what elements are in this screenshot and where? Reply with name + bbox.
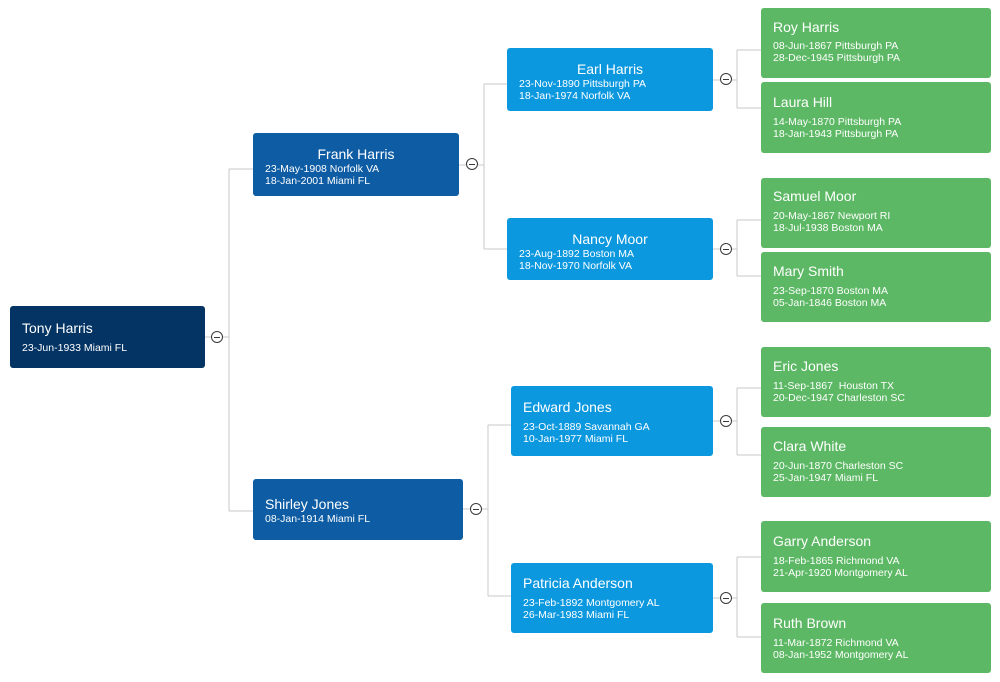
- collapse-minus-icon[interactable]: [466, 158, 478, 170]
- person-card-tony-harris[interactable]: Tony Harris 23-Jun-1933 Miami FL: [10, 306, 205, 368]
- person-birth: 23-May-1908 Norfolk VA: [265, 163, 380, 175]
- person-card-samuel-moor[interactable]: Samuel Moor 20-May-1867 Newport RI 18-Ju…: [761, 178, 991, 248]
- person-name: Laura Hill: [773, 94, 833, 110]
- person-death: 18-Jan-2001 Miami FL: [265, 175, 371, 187]
- person-birth: 20-May-1867 Newport RI: [773, 210, 891, 222]
- person-birth: 11-Sep-1867 Houston TX: [773, 380, 895, 392]
- person-card-patricia-anderson[interactable]: Patricia Anderson 23-Feb-1892 Montgomery…: [511, 563, 713, 633]
- person-name: Edward Jones: [523, 399, 612, 415]
- collapse-minus-icon[interactable]: [470, 503, 482, 515]
- person-name: Ruth Brown: [773, 615, 847, 631]
- person-birth: 23-Nov-1890 Pittsburgh PA: [519, 78, 647, 90]
- person-birth: 18-Feb-1865 Richmond VA: [773, 555, 900, 567]
- person-name: Eric Jones: [773, 358, 839, 374]
- person-card-eric-jones[interactable]: Eric Jones 11-Sep-1867 Houston TX 20-Dec…: [761, 347, 991, 417]
- person-name: Patricia Anderson: [523, 575, 633, 591]
- person-death: 05-Jan-1846 Boston MA: [773, 297, 887, 309]
- person-death: 28-Dec-1945 Pittsburgh PA: [773, 52, 901, 64]
- person-name: Nancy Moor: [572, 231, 648, 247]
- person-card-laura-hill[interactable]: Laura Hill 14-May-1870 Pittsburgh PA 18-…: [761, 82, 991, 153]
- person-death: 21-Apr-1920 Montgomery AL: [773, 567, 908, 579]
- person-birth: 08-Jun-1867 Pittsburgh PA: [773, 40, 899, 52]
- person-name: Earl Harris: [576, 61, 644, 77]
- person-card-mary-smith[interactable]: Mary Smith 23-Sep-1870 Boston MA 05-Jan-…: [761, 252, 991, 322]
- person-birth: 14-May-1870 Pittsburgh PA: [773, 116, 902, 128]
- person-card-garry-anderson[interactable]: Garry Anderson 18-Feb-1865 Richmond VA 2…: [761, 521, 991, 592]
- person-name: Garry Anderson: [773, 533, 872, 549]
- person-birth: 23-Sep-1870 Boston MA: [773, 285, 888, 297]
- person-death: 25-Jan-1947 Miami FL: [773, 472, 879, 484]
- person-name: Tony Harris: [22, 320, 93, 336]
- person-death: 26-Mar-1983 Miami FL: [523, 609, 630, 621]
- person-name: Samuel Moor: [773, 188, 857, 204]
- person-death: 10-Jan-1977 Miami FL: [523, 433, 629, 445]
- person-death: 18-Nov-1970 Norfolk VA: [519, 260, 633, 272]
- collapse-minus-icon[interactable]: [720, 73, 732, 85]
- person-card-earl-harris[interactable]: Earl Harris 23-Nov-1890 Pittsburgh PA 18…: [507, 48, 713, 111]
- person-birth: 08-Jan-1914 Miami FL: [265, 513, 371, 525]
- person-birth: 23-Feb-1892 Montgomery AL: [523, 597, 660, 609]
- person-death: 20-Dec-1947 Charleston SC: [773, 392, 905, 404]
- person-card-frank-harris[interactable]: Frank Harris 23-May-1908 Norfolk VA 18-J…: [253, 133, 459, 196]
- person-card-ruth-brown[interactable]: Ruth Brown 11-Mar-1872 Richmond VA 08-Ja…: [761, 603, 991, 673]
- person-birth: 20-Jun-1870 Charleston SC: [773, 460, 904, 472]
- person-death: 18-Jan-1943 Pittsburgh PA: [773, 128, 899, 140]
- collapse-minus-icon[interactable]: [720, 243, 732, 255]
- person-name: Clara White: [773, 438, 847, 454]
- person-card-clara-white[interactable]: Clara White 20-Jun-1870 Charleston SC 25…: [761, 427, 991, 497]
- person-card-nancy-moor[interactable]: Nancy Moor 23-Aug-1892 Boston MA 18-Nov-…: [507, 218, 713, 280]
- collapse-minus-icon[interactable]: [720, 592, 732, 604]
- person-birth: 23-Jun-1933 Miami FL: [22, 342, 128, 354]
- collapse-minus-icon[interactable]: [720, 415, 732, 427]
- collapse-minus-icon[interactable]: [211, 331, 223, 343]
- person-birth: 23-Oct-1889 Savannah GA: [523, 421, 650, 433]
- person-card-edward-jones[interactable]: Edward Jones 23-Oct-1889 Savannah GA 10-…: [511, 386, 713, 456]
- person-name: Roy Harris: [773, 19, 840, 35]
- person-name: Mary Smith: [773, 263, 844, 279]
- person-death: 18-Jan-1974 Norfolk VA: [519, 90, 631, 102]
- person-card-roy-harris[interactable]: Roy Harris 08-Jun-1867 Pittsburgh PA 28-…: [761, 8, 991, 78]
- person-name: Frank Harris: [317, 146, 395, 162]
- person-birth: 23-Aug-1892 Boston MA: [519, 248, 634, 260]
- person-death: 08-Jan-1952 Montgomery AL: [773, 649, 909, 661]
- person-card-shirley-jones[interactable]: Shirley Jones 08-Jan-1914 Miami FL: [253, 479, 463, 540]
- person-birth: 11-Mar-1872 Richmond VA: [773, 637, 899, 649]
- person-death: 18-Jul-1938 Boston MA: [773, 222, 883, 234]
- person-name: Shirley Jones: [265, 496, 350, 512]
